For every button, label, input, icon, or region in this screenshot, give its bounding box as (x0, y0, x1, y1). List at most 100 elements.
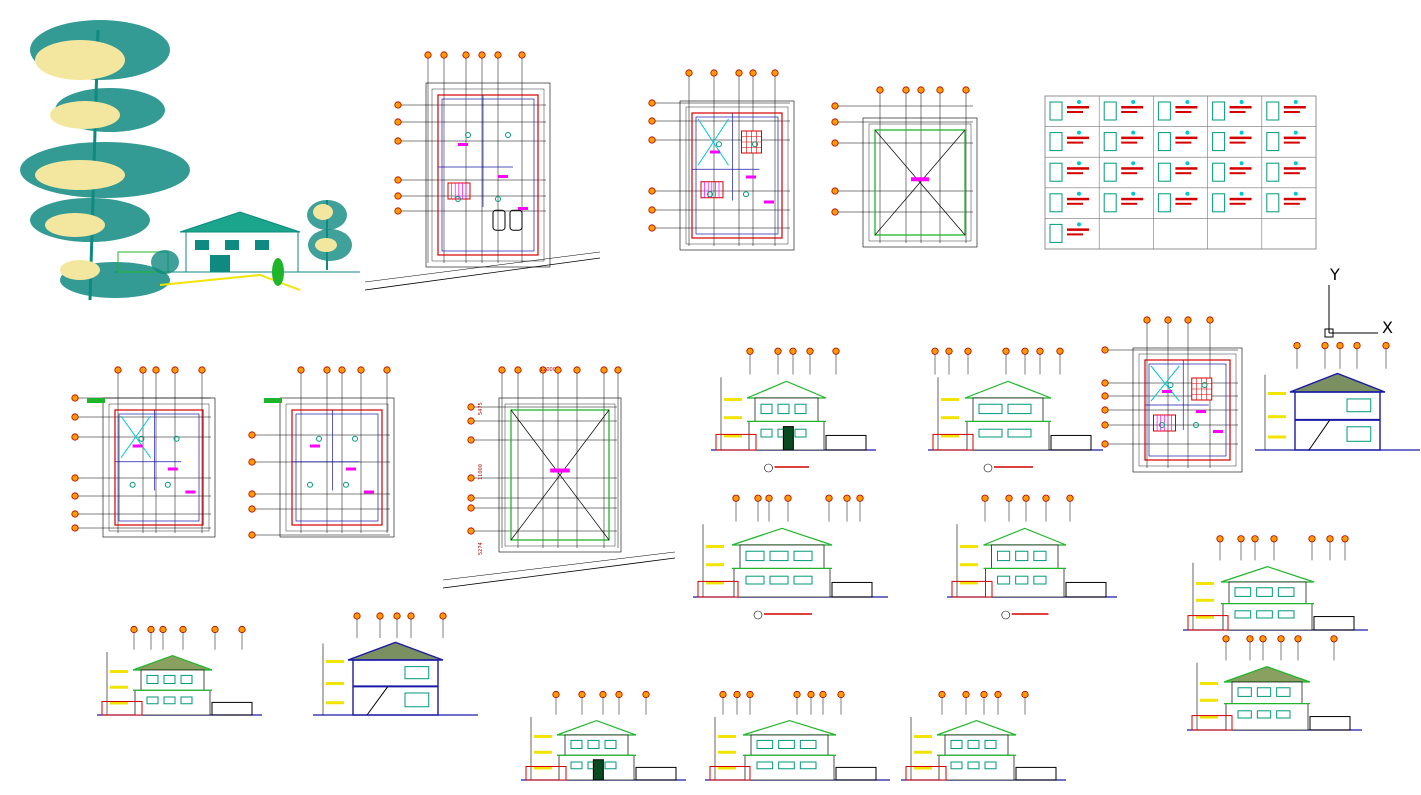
window (1346, 398, 1372, 413)
tag-icon (1185, 161, 1190, 166)
grid-bubble-icon (831, 102, 839, 110)
window (978, 428, 1003, 438)
grid-bubble-icon (648, 224, 656, 232)
grid-bubble-icon (394, 137, 402, 145)
grid-bubble-icon (1005, 494, 1013, 502)
level-tag (1268, 435, 1286, 439)
tag-icon (1239, 161, 1244, 166)
dimension-frame (685, 106, 789, 245)
window (404, 666, 430, 680)
roof-plan (831, 86, 978, 248)
annex (951, 580, 993, 598)
elevation (1187, 635, 1362, 731)
grid-bubble-icon (1164, 316, 1172, 324)
door-symbol (1212, 193, 1226, 213)
spec-line (1283, 197, 1306, 201)
view-marker (753, 610, 763, 620)
tree-icon (307, 200, 352, 270)
grid-bubble-icon (962, 86, 970, 94)
spec-line (1175, 172, 1192, 175)
spec-line (1067, 172, 1083, 175)
dimension-frame (868, 123, 972, 242)
grid-bubble-icon (1002, 347, 1010, 355)
grid-bubble-icon (467, 504, 475, 512)
dimension-frame (679, 100, 795, 251)
window (793, 575, 813, 585)
fixture (316, 435, 322, 442)
annex (1191, 715, 1233, 731)
grid-bubble-icon (1326, 535, 1334, 543)
spec-line (1121, 167, 1144, 170)
grid-bubble-icon (440, 51, 448, 59)
grid-bubble-icon (719, 690, 727, 699)
roof-section (1289, 372, 1386, 393)
dimension-frame (431, 88, 545, 262)
upper-floor (944, 734, 1009, 756)
grid-bubble-icon (1143, 316, 1151, 324)
grid-bubble-icon (1184, 316, 1192, 324)
level-tag (960, 581, 978, 585)
annex (932, 433, 974, 451)
grid-bubble-icon (478, 51, 486, 59)
floor-plan (648, 69, 795, 251)
grid-bubble-icon (981, 494, 989, 502)
roof-edge (874, 129, 966, 236)
fixture (495, 196, 501, 202)
annex (1313, 616, 1355, 631)
room-tag (167, 467, 178, 471)
grid-bubble-icon (1353, 341, 1361, 350)
roof-profile (132, 654, 213, 671)
grid-bubble-icon (806, 347, 814, 355)
grid-bubble-icon (323, 366, 331, 374)
spec-line (1175, 197, 1198, 201)
upper-floor (754, 397, 819, 422)
grid-bubble-icon (394, 118, 402, 126)
window (1033, 550, 1047, 562)
lower-floor (744, 754, 835, 781)
grid-bubble-icon (248, 505, 256, 513)
fixture (752, 141, 758, 148)
roof-plan (467, 366, 622, 553)
level-tag (534, 766, 552, 770)
window (997, 550, 1011, 562)
grid-bubble-icon (248, 458, 256, 466)
view-marker (983, 463, 993, 473)
annex (635, 766, 677, 781)
spec-line (1067, 233, 1083, 236)
grid-bubble-icon (774, 347, 782, 355)
grid-bubble-icon (1101, 440, 1109, 448)
fixture (138, 435, 145, 442)
spec-line (1283, 141, 1300, 144)
window (587, 739, 600, 750)
tag-icon (1077, 191, 1081, 196)
level-tag (960, 563, 978, 567)
section (313, 612, 478, 716)
window (1276, 687, 1291, 697)
grid-bubble-icon (297, 366, 305, 374)
grid-bubble-icon (831, 139, 839, 147)
roof-profile (1220, 566, 1315, 583)
interior-wall (295, 413, 379, 522)
elevation (705, 690, 890, 781)
grid-bubble-icon (765, 494, 773, 502)
grid-bubble-icon (735, 69, 743, 77)
grid-bubble-icon (1259, 635, 1267, 643)
elevation (711, 347, 876, 473)
dimension-frame (102, 397, 216, 538)
level-tag (724, 416, 742, 420)
grid-bubble-icon (710, 69, 718, 77)
grid-bubble-icon (71, 492, 79, 500)
grid-bubble-icon (1056, 347, 1064, 355)
interior-wall (118, 413, 200, 522)
grid-bubble-icon (917, 86, 925, 94)
room-tag (518, 207, 528, 210)
grid-bubble-icon (1021, 347, 1029, 355)
grid-bubble-icon (394, 207, 402, 215)
spec-line (1121, 172, 1138, 175)
void-cross (120, 415, 152, 459)
elevation (97, 625, 262, 716)
dimension-frame (425, 82, 551, 268)
grid-bubble-icon (1042, 494, 1050, 502)
level-tag (1196, 615, 1214, 619)
spec-line (1067, 106, 1089, 109)
